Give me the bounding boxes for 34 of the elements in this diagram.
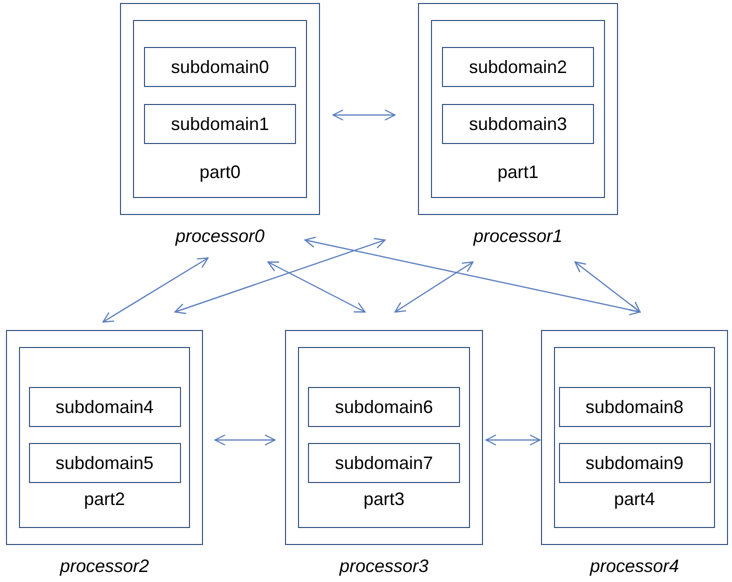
- processor-label: processor1: [473, 225, 563, 247]
- subdomain-box: subdomain6: [308, 387, 460, 427]
- processor-label: processor2: [60, 555, 150, 577]
- double-arrow: [332, 109, 396, 121]
- processor-label: processor3: [339, 555, 429, 577]
- part-box: [431, 20, 605, 198]
- subdomain-box: subdomain0: [144, 47, 296, 87]
- subdomain-box: subdomain5: [28, 443, 180, 483]
- subdomain-box: subdomain3: [442, 104, 594, 144]
- processor-label: processor4: [590, 555, 680, 577]
- part-label: part0: [199, 161, 241, 183]
- subdomain-box: subdomain7: [308, 443, 460, 483]
- double-arrow: [574, 261, 641, 313]
- part-label: part4: [614, 488, 656, 510]
- part-box: [133, 20, 307, 198]
- double-arrow: [267, 261, 366, 313]
- double-arrow: [485, 434, 541, 446]
- double-arrow: [214, 434, 276, 446]
- part-label: part2: [84, 488, 126, 510]
- subdomain-box: subdomain2: [442, 47, 594, 87]
- subdomain-box: subdomain1: [144, 104, 296, 144]
- subdomain-box: subdomain9: [558, 443, 710, 483]
- part-box: [19, 347, 190, 528]
- subdomain-box: subdomain4: [28, 387, 180, 427]
- subdomain-box: subdomain8: [558, 387, 710, 427]
- part-box: [298, 347, 470, 528]
- double-arrow: [102, 257, 209, 323]
- double-arrow: [394, 261, 474, 313]
- processor-label: processor0: [175, 225, 265, 247]
- part-label: part3: [363, 488, 405, 510]
- part-box: [554, 347, 715, 528]
- double-arrow: [174, 238, 386, 314]
- double-arrow: [304, 236, 641, 316]
- part-label: part1: [497, 161, 539, 183]
